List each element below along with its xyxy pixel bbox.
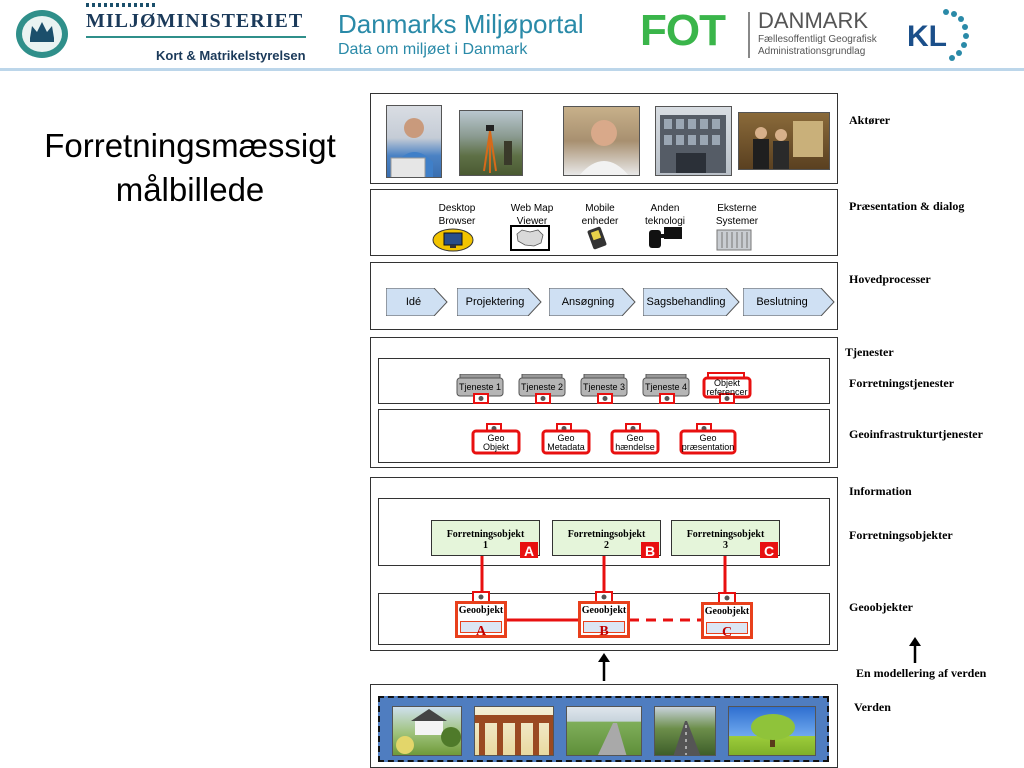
actor-photo-man: [563, 106, 640, 176]
miljo-subtitle: Kort & Matrikelstyrelsen: [156, 48, 306, 63]
page-title-line-1: Forretningsmæssigt: [44, 127, 336, 164]
process-step-sagsbehandling: Sagsbehandling: [642, 287, 740, 317]
geoinfrastruktur-panel: [378, 409, 830, 463]
process-step-ansogning: Ansøgning: [548, 287, 636, 317]
service-tjeneste-1: Tjeneste 1: [456, 374, 504, 404]
world-photo-viaduct: [474, 706, 554, 756]
world-photo-road-field: [566, 706, 642, 756]
connector-lines: [480, 556, 727, 622]
process-step-ide: Idé: [385, 287, 448, 317]
label-geoinfrastruktur: Geoinfrastrukturtjenester: [849, 427, 983, 441]
business-object-1: Forretningsobjekt 1: [431, 520, 540, 556]
world-photo-road: [654, 706, 716, 756]
fot-mark: FOT: [640, 6, 726, 55]
page-title: Forretningsmæssigt målbillede: [20, 124, 360, 212]
geo-object-b: Geoobjekt B: [578, 591, 630, 639]
portal-title: Danmarks Miljøportal: [338, 9, 584, 39]
fot-divider: [748, 12, 750, 58]
process-step-projektering: Projektering: [456, 287, 542, 317]
portal-subtitle: Data om miljøet i Danmark: [338, 41, 528, 58]
business-object-3-letter: C: [760, 542, 778, 558]
label-information: Information: [849, 484, 912, 498]
label-geoobjekter: Geoobjekter: [849, 600, 913, 614]
world-photo-tree: [728, 706, 816, 756]
business-object-1-letter: A: [520, 542, 538, 558]
geo-object-c: Geoobjekt C: [701, 592, 753, 640]
label-praesentation: Præsentation & dialog: [849, 199, 965, 213]
actor-photo-laptop: [386, 105, 442, 178]
actor-photo-meeting: [738, 112, 830, 170]
fot-subtitle-1: Fællesoffentligt Geografisk: [758, 34, 877, 45]
label-hovedprocesser: Hovedprocesser: [849, 272, 931, 286]
header-divider: [0, 68, 1024, 71]
service-tjeneste-4: Tjeneste 4: [642, 374, 690, 404]
service-tjeneste-2: Tjeneste 2: [518, 374, 566, 404]
service-tjeneste-3: Tjeneste 3: [580, 374, 628, 404]
miljo-title: MILJØMINISTERIET: [86, 10, 304, 32]
process-chain: Idé Projektering Ansøgning Sagsbehandlin…: [385, 287, 836, 318]
actor-photo-surveyor: [459, 110, 523, 176]
label-forretningstjenester: Forretningstjenester: [849, 376, 955, 390]
label-tjenester: Tjenester: [845, 345, 894, 359]
business-object-3: Forretningsobjekt 3: [671, 520, 780, 556]
process-step-beslutning: Beslutning: [742, 287, 835, 317]
page-title-line-2: målbillede: [115, 171, 265, 208]
actor-photo-building: [655, 106, 732, 176]
geo-object-a: Geoobjekt A: [455, 591, 507, 639]
kl-dots-icon: [912, 6, 976, 64]
fot-subtitle-2: Administrationsgrundlag: [758, 46, 866, 57]
fot-title: DANMARK: [758, 8, 869, 33]
crown-logo-icon: [14, 8, 70, 60]
miljo-divider: [86, 36, 306, 38]
arrow-up-icon-legend: [908, 637, 922, 663]
server-rack-icon: [716, 228, 752, 252]
miljo-dots: [86, 3, 158, 7]
kl-mark: KL: [907, 20, 947, 53]
film-strip: [378, 696, 829, 762]
label-forretningsobjekter: Forretningsobjekter: [849, 528, 953, 542]
web-map-icon: [510, 225, 550, 251]
label-aktorer: Aktører: [849, 113, 891, 127]
label-verden: Verden: [854, 700, 891, 714]
world-photo-house: [392, 706, 462, 756]
other-technology-icon: [646, 224, 684, 250]
mobile-device-icon: [586, 226, 612, 250]
arrow-up-icon: [597, 653, 611, 681]
business-object-2-letter: B: [641, 542, 659, 558]
header-bar: MILJØMINISTERIET Kort & Matrikelstyrelse…: [0, 0, 1024, 68]
label-modellering: En modellering af verden: [856, 666, 987, 680]
desktop-monitor-icon: [432, 228, 474, 252]
